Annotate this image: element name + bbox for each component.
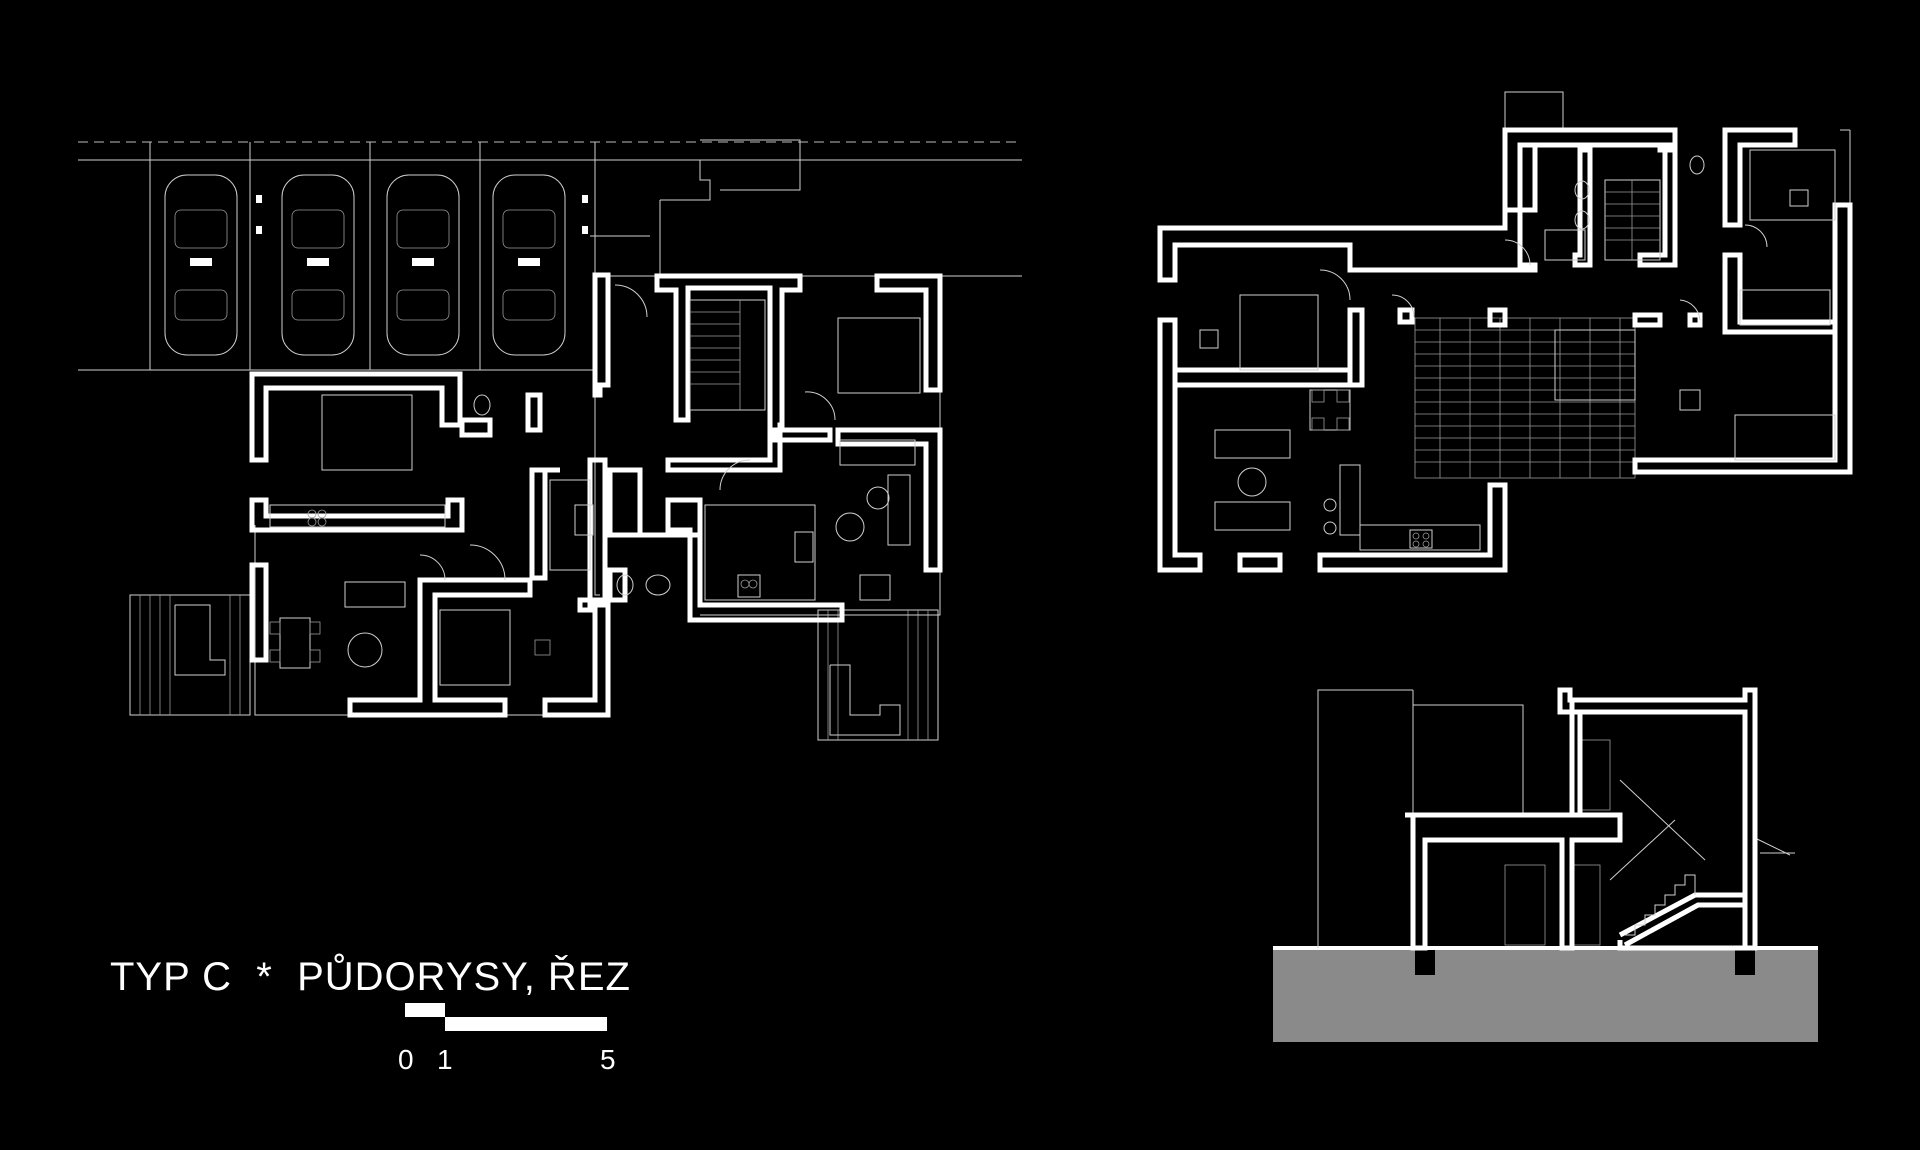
car-3 xyxy=(386,174,460,356)
section-drawing xyxy=(1273,687,1818,1042)
bed-right xyxy=(837,317,921,394)
drawing-title: TYP C * PŮDORYSY, ŘEZ xyxy=(110,955,631,999)
walls-right-unit xyxy=(607,273,943,623)
car-4 xyxy=(492,174,566,356)
scale-bar xyxy=(405,1003,607,1031)
coffee-table-right xyxy=(835,512,865,542)
coffee-table-left xyxy=(347,632,383,668)
scale-label-1: 1 xyxy=(437,1044,453,1075)
car-1 xyxy=(164,174,238,356)
coffee-table-upper xyxy=(1237,467,1267,497)
terrace-right xyxy=(817,609,939,741)
stairs-upper xyxy=(1604,179,1661,261)
stairs-ground xyxy=(689,299,766,411)
dining-table-right xyxy=(859,574,891,601)
bed-left xyxy=(321,394,413,471)
dining-table-left xyxy=(279,617,311,669)
car-2 xyxy=(281,174,355,356)
bed-upper-right xyxy=(1734,414,1836,461)
bed-upper-top xyxy=(1749,149,1836,221)
ground-floor-plan xyxy=(78,139,1022,741)
scale-label-0: 0 xyxy=(398,1044,414,1075)
upper-floor-plan xyxy=(1157,91,1853,573)
ground-fill xyxy=(1273,950,1818,1042)
bed-upper-left xyxy=(1239,294,1319,371)
kitchen-counter-left xyxy=(269,504,446,528)
walls-upper xyxy=(1157,127,1853,573)
sofa-left xyxy=(344,581,406,608)
scale-label-5: 5 xyxy=(600,1044,616,1075)
dining-table-upper xyxy=(1309,389,1351,431)
sofa-right xyxy=(839,439,916,466)
walls-left-unit xyxy=(249,272,611,718)
sofa-upper xyxy=(1214,429,1291,459)
walls-section xyxy=(1405,687,1758,951)
toilet-left xyxy=(473,394,491,416)
terrace-left xyxy=(129,594,251,716)
